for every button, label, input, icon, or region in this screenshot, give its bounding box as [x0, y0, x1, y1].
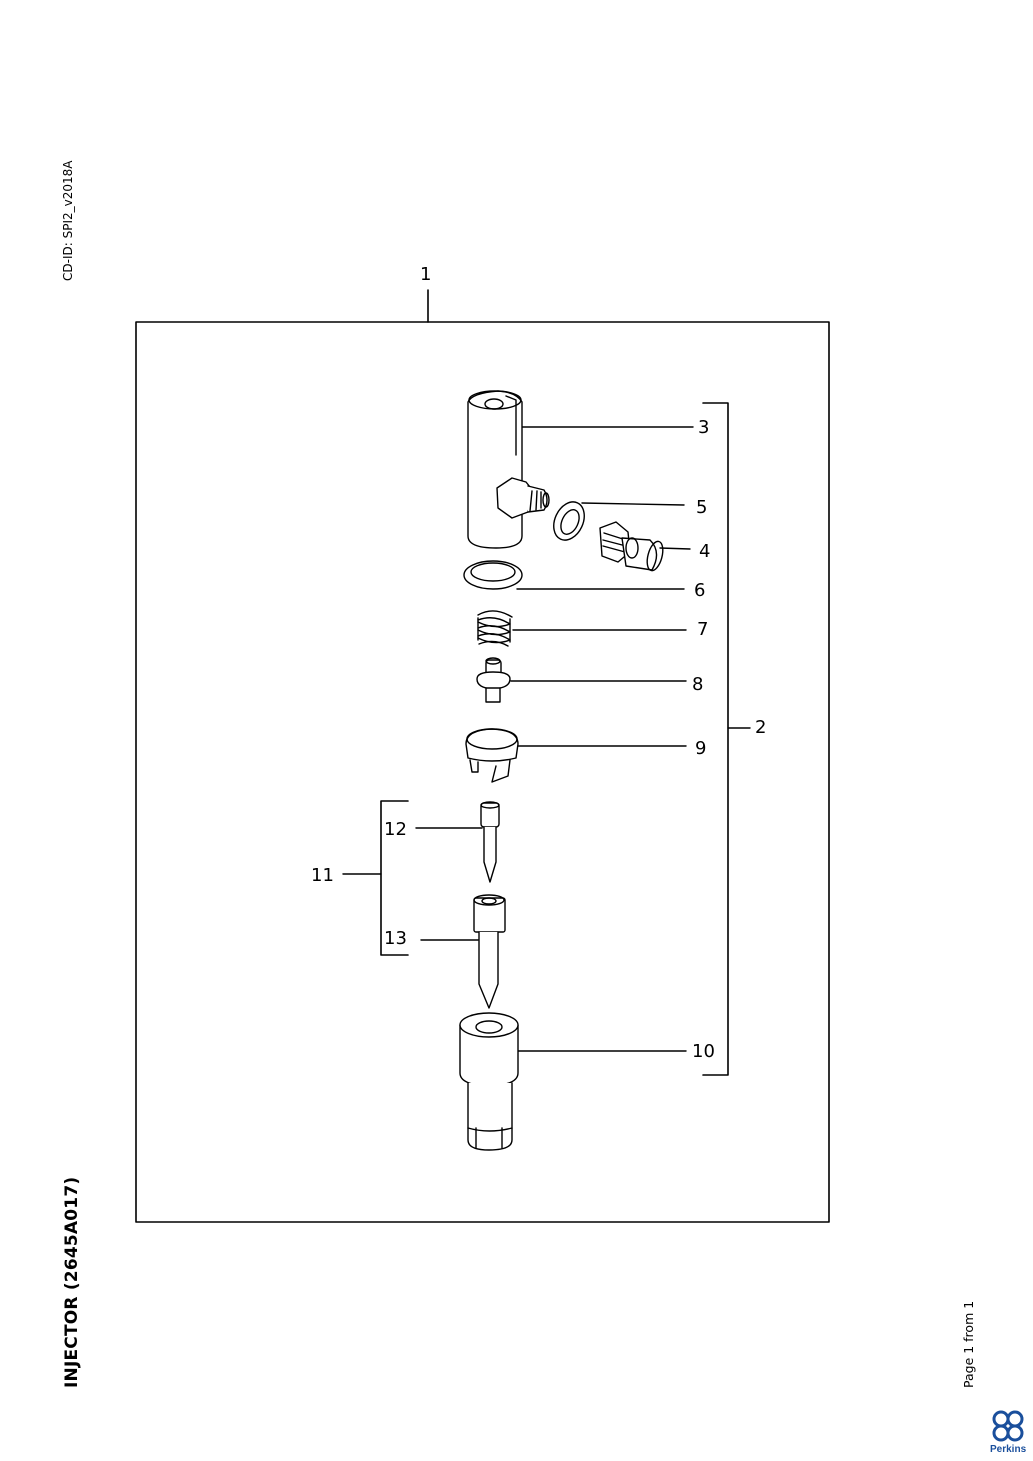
callout-7: 7	[697, 619, 708, 640]
valve-part	[476, 657, 511, 703]
bracket-2	[702, 402, 729, 1076]
cap-part	[465, 728, 519, 783]
brand-name: Perkins	[990, 1444, 1027, 1455]
injector-body-part	[467, 390, 550, 549]
callout-8: 8	[692, 674, 703, 695]
needle-part-12	[480, 801, 500, 883]
callout-line-5	[581, 502, 685, 506]
nozzle-part-13	[473, 894, 506, 1009]
perkins-logo: Perkins	[990, 1410, 1027, 1455]
callout-line-4	[659, 547, 691, 550]
washer-part	[553, 501, 585, 541]
seal-ring-part	[463, 560, 523, 590]
union-adaptor-part	[599, 521, 664, 572]
assembly-frame	[135, 321, 830, 1223]
callout-13: 13	[384, 928, 407, 949]
callout-6: 6	[694, 580, 705, 601]
callout-5: 5	[696, 497, 707, 518]
callout-9: 9	[695, 738, 706, 759]
bracket-11	[380, 800, 409, 956]
callout-12: 12	[384, 819, 407, 840]
callout-2: 2	[755, 717, 766, 738]
callout-3: 3	[698, 417, 709, 438]
callout-4: 4	[699, 541, 710, 562]
cap-nut-part	[459, 1012, 519, 1151]
spring-part	[477, 610, 513, 647]
callout-10: 10	[692, 1041, 715, 1062]
callout-11: 11	[311, 865, 334, 886]
callout-1: 1	[420, 264, 431, 285]
